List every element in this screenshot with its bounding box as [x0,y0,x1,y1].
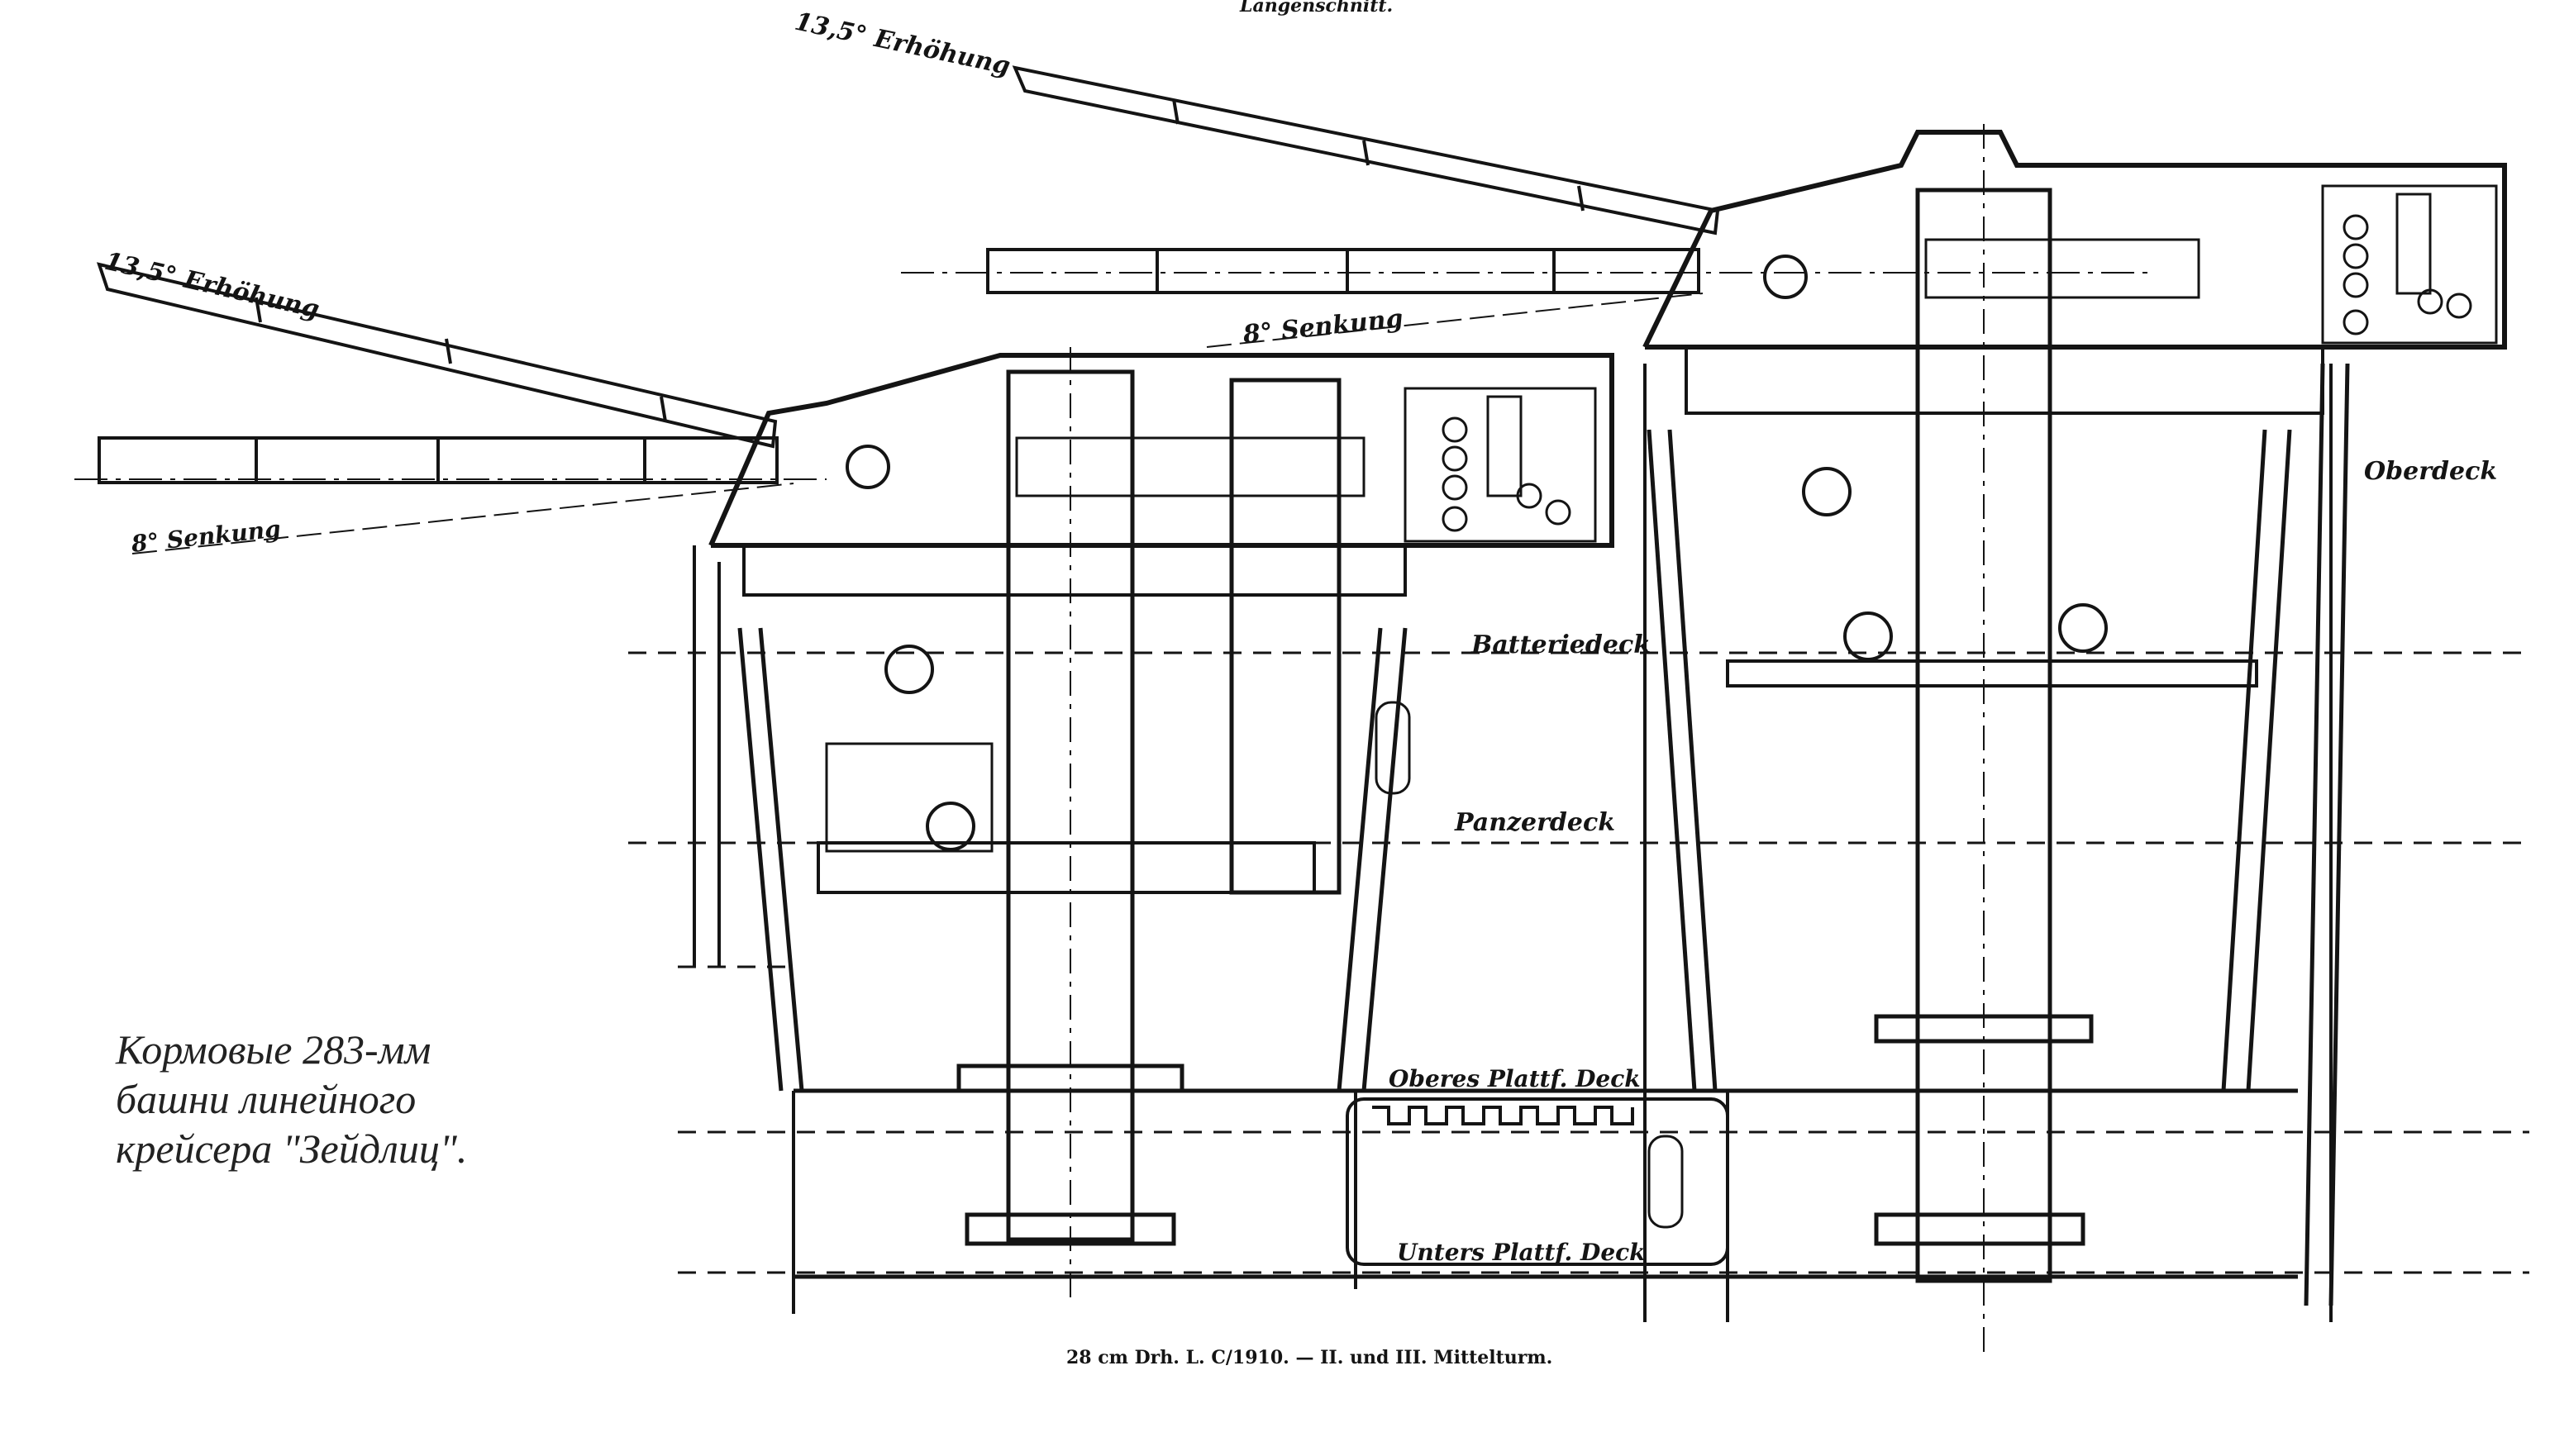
upper-gun-depressed [986,248,1700,294]
upper-gun-elevated [1012,65,1720,236]
upper-turret-house [1642,130,2507,415]
lower-turret-house [708,353,1614,597]
lower-gun-depressed [98,436,779,484]
lower-turret-trunk [817,347,1342,1297]
header-title: Längenschnitt. [1239,0,1393,17]
label-oberes-plattf-deck: Oberes Plattf. Deck [1389,1065,1641,1092]
lower-barbette-walls [737,627,1411,1092]
caption-line-2: башни линейного [116,1076,417,1122]
lower-depression-line [131,483,794,554]
label-unteres-plattf-deck: Unters Plattf. Deck [1397,1239,1646,1266]
lower-depression-label: 8° Senkung [129,515,282,558]
label-batteriedeck: Batteriedeck [1470,630,1651,659]
russian-caption: Кормовые 283-мм башни линейного крейсера… [116,1025,467,1173]
caption-line-1: Кормовые 283-мм [116,1026,431,1073]
lower-gun-elevated [96,262,778,449]
lower-turret-ammo-racks [1442,395,1571,532]
caption-line-3: крейсера "Зейдлиц". [116,1125,468,1172]
upper-depression-label: 8° Senkung [1241,304,1404,350]
footer-caption: 28 cm Drh. L. C/1910. — II. und III. Mit… [1066,1347,1552,1368]
upper-turret-ammo-racks [2343,193,2472,335]
upper-elevation-label: 13,5° Erhöhung [792,7,1013,81]
label-panzerdeck: Panzerdeck [1454,808,1615,837]
upper-turret-trunk [1726,124,2258,1355]
label-oberdeck: Oberdeck [2364,457,2497,486]
platform-decks [794,1088,2298,1279]
deck-lines [628,651,2529,1274]
platform-deck-beams [1372,1106,1634,1125]
upper-barbette-walls [1647,363,2350,1306]
upper-depression-line [1206,293,1704,348]
